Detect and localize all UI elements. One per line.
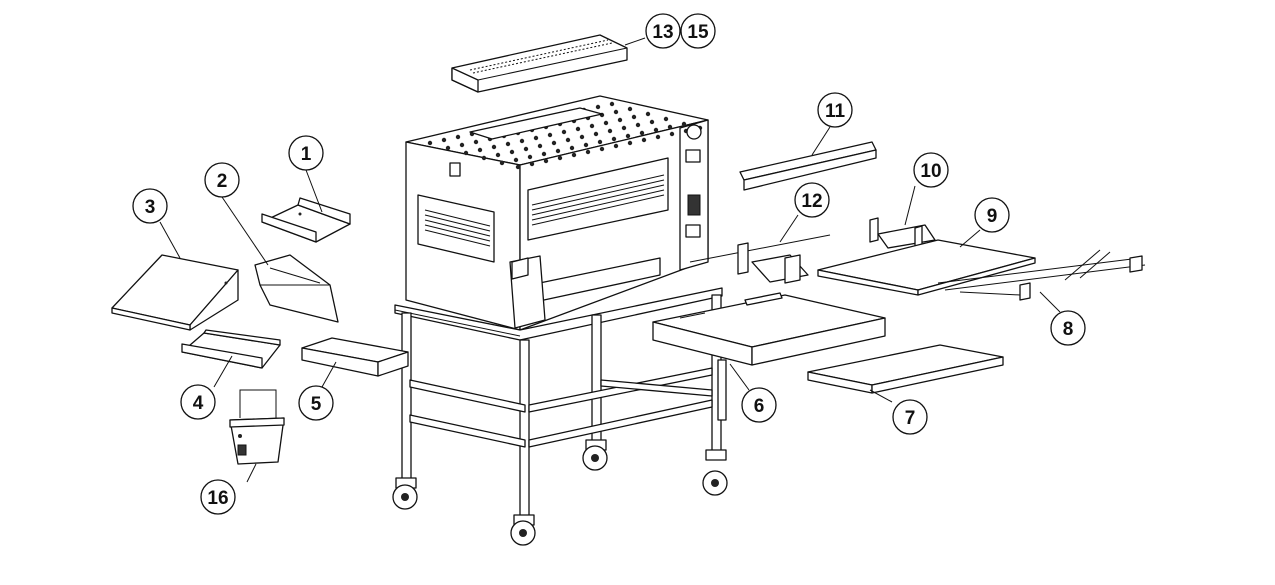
part-2-angled-shield <box>254 254 339 323</box>
part-16-basket <box>229 389 285 465</box>
callout-label: 7 <box>905 408 916 429</box>
part-11-rail <box>739 141 877 191</box>
callout-11: 11 <box>817 92 853 128</box>
callout-4: 4 <box>180 384 216 420</box>
callout-5: 5 <box>298 385 334 421</box>
part-10-bracket <box>869 217 936 251</box>
callout-label: 5 <box>311 394 322 415</box>
callout-16: 16 <box>200 479 236 515</box>
callout-label: 4 <box>193 393 204 414</box>
side-conveyor-grid <box>531 174 665 226</box>
callout-2: 2 <box>204 162 240 198</box>
part-9-extension-tray <box>817 239 1036 296</box>
part-3-sloped-shelf <box>111 254 239 331</box>
callout-label: 6 <box>754 396 765 417</box>
callout-label: 15 <box>687 22 709 43</box>
leader-lines <box>159 37 1061 483</box>
callout-label: 2 <box>217 171 228 192</box>
callout-label: 16 <box>207 488 228 509</box>
caster-rear-left <box>582 439 608 471</box>
callout-7: 7 <box>892 399 928 435</box>
caster-front-right <box>510 514 536 546</box>
callout-10: 10 <box>913 152 949 188</box>
cart-stand <box>392 287 728 546</box>
part-top-cover <box>451 34 628 93</box>
part-8-rack <box>937 249 1146 301</box>
callout-3: 3 <box>132 188 168 224</box>
callout-6: 6 <box>741 387 777 423</box>
caster-rear-right <box>702 449 728 496</box>
callout-8: 8 <box>1050 310 1086 346</box>
part-12-bracket <box>689 234 831 284</box>
callout-label: 3 <box>145 197 156 218</box>
part-7-flat-tray <box>807 344 1004 394</box>
part-1-small-tray <box>261 197 351 243</box>
callout-label: 8 <box>1063 319 1074 340</box>
callout-13: 13 <box>645 13 681 49</box>
callout-label: 9 <box>987 206 998 227</box>
callout-15: 15 <box>680 13 716 49</box>
callout-label: 13 <box>652 22 673 43</box>
callout-label: 1 <box>301 144 312 165</box>
callout-12: 12 <box>794 182 830 218</box>
part-4-tray <box>181 329 281 369</box>
callout-label: 12 <box>801 191 822 212</box>
callout-label: 11 <box>825 101 846 122</box>
callout-label: 10 <box>920 161 941 182</box>
callout-9: 9 <box>974 197 1010 233</box>
top-cover-slots <box>469 39 613 74</box>
part-5-drawer <box>301 337 409 377</box>
callout-1: 1 <box>288 135 324 171</box>
front-conveyor-rails <box>424 209 491 247</box>
oven-body <box>405 95 709 331</box>
part-6-side-shelf <box>652 292 886 421</box>
caster-front-left <box>392 477 418 510</box>
